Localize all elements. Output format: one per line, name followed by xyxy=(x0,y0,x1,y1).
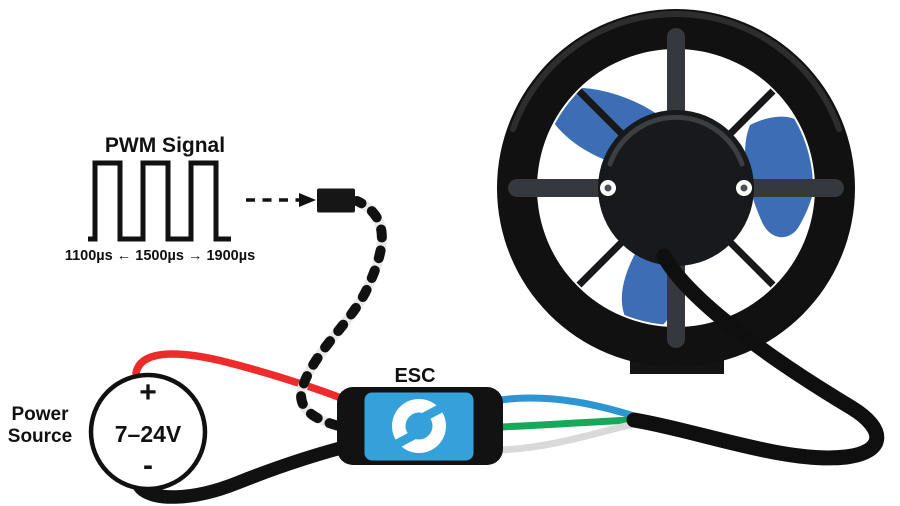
duct-highlight xyxy=(510,11,842,132)
power-source-label-line1: Power xyxy=(11,404,69,425)
signal-arrowhead-icon xyxy=(299,193,316,207)
power-positive-wire xyxy=(132,350,360,408)
esc: ESC xyxy=(337,365,503,465)
hub-screw-left-center xyxy=(604,184,612,192)
pwm-title: PWM Signal xyxy=(105,134,225,157)
pwm-waveform xyxy=(88,160,231,242)
propeller-blade-right xyxy=(745,116,813,237)
power-source-label-line2: Source xyxy=(8,426,72,447)
blue-robotics-logo-icon xyxy=(387,399,451,453)
thruster-cable xyxy=(626,248,885,466)
motor-hub xyxy=(598,110,754,266)
power-source: + 7–24V - Power Source xyxy=(8,372,208,492)
pwm-signal: PWM Signal 1100µs ← 1500µs → 1900µs xyxy=(65,134,355,264)
thruster xyxy=(497,9,855,374)
motor-wire-green xyxy=(496,416,638,431)
hub-highlight xyxy=(607,114,745,167)
motor-phase-wires xyxy=(496,394,638,454)
motor-wire-blue xyxy=(496,394,638,420)
hub-screw-right-center xyxy=(740,184,748,192)
power-source-circle xyxy=(88,372,208,492)
motor-wire-white xyxy=(496,420,638,454)
signal-twisted-wire xyxy=(296,196,387,432)
signal-wire-black-strand xyxy=(296,196,387,432)
pwm-range-label: 1100µs ← 1500µs → 1900µs xyxy=(65,248,255,264)
esc-label: ESC xyxy=(394,365,435,387)
power-voltage-label: 7–24V xyxy=(115,421,182,447)
signal-connector xyxy=(317,188,355,213)
power-negative-terminal-label: - xyxy=(143,449,153,482)
power-negative-wire xyxy=(133,437,363,504)
power-positive-terminal-label: + xyxy=(139,376,157,409)
